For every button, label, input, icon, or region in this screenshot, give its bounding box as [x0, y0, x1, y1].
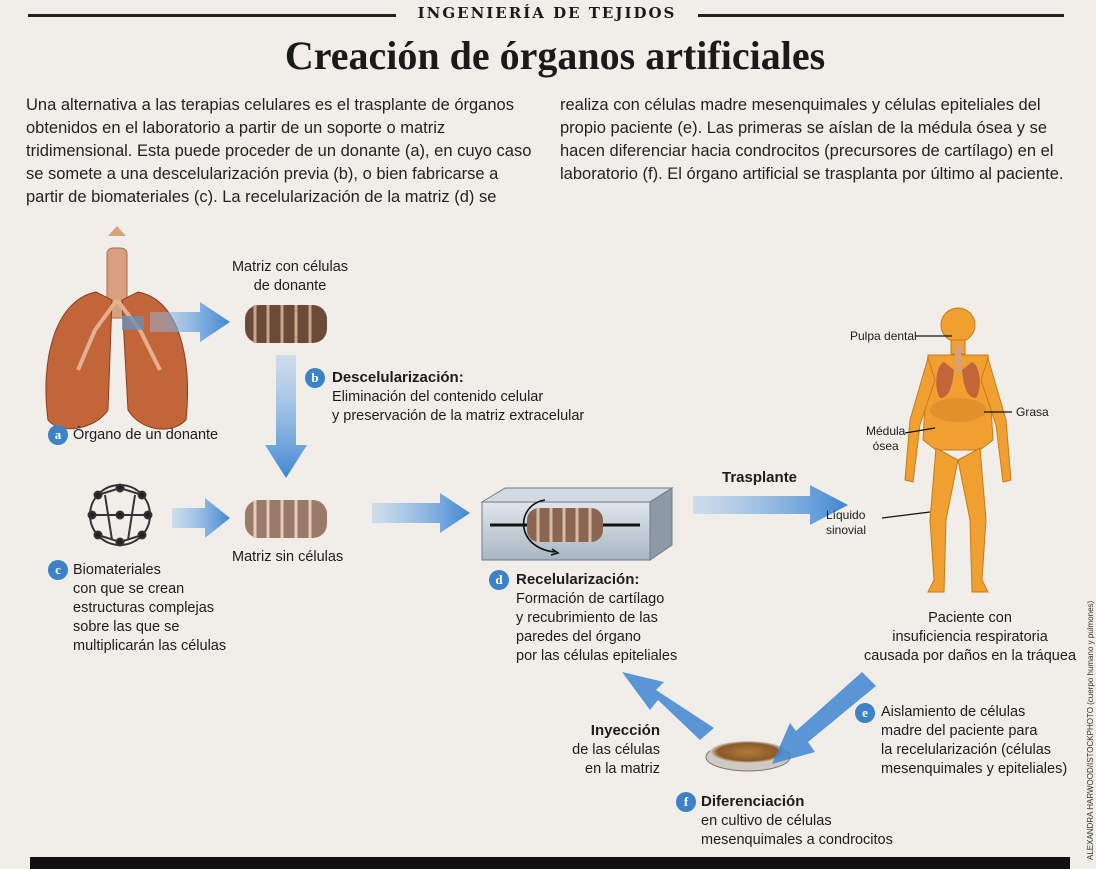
arrow-transplant	[693, 485, 848, 525]
label-recellularization-title: Recelularización:	[516, 571, 640, 588]
label-decellularization-title: Descelularización:	[332, 369, 464, 386]
arrow-decellularization	[265, 355, 307, 478]
label-isolation-line3: la recelularización (células	[881, 742, 1052, 758]
label-liquido-sinovial: Líquido sinovial	[826, 508, 866, 538]
intro-text-2: realiza con células madre mesenquimales …	[560, 96, 1064, 183]
header-rule-right	[698, 14, 1064, 17]
arrow-lungs-to-matrix	[150, 302, 230, 342]
arrow-biomaterial-to-matrix	[172, 498, 230, 538]
label-isolation-line1: Aislamiento de células	[881, 704, 1026, 720]
label-injection: Inyección de las células en la matriz	[560, 721, 660, 779]
label-patient-line3: causada por daños en la tráquea	[863, 648, 1077, 664]
label-decellularization-line2: y preservación de la matriz extracelular	[332, 408, 585, 424]
step-badge-d: d	[489, 570, 509, 590]
label-donor-organ: Órgano de un donante	[73, 427, 219, 443]
step-badge-e: e	[855, 703, 875, 723]
label-patient-line1: Paciente con	[928, 610, 1012, 626]
label-patient: Paciente con insuficiencia respiratoria …	[860, 609, 1080, 666]
label-liquido-line2: sinovial	[826, 523, 867, 537]
label-grasa: Grasa	[1016, 405, 1049, 419]
label-medula-osea: Médula ósea	[866, 424, 905, 454]
label-differentiation: Diferenciación en cultivo de células mes…	[701, 792, 893, 850]
patient-organs-icon	[930, 345, 986, 422]
label-biomaterials-line4: sobre las que se	[73, 619, 180, 635]
step-badge-f: f	[676, 792, 696, 812]
label-medula-line1: Médula	[866, 424, 906, 438]
label-patient-line2: insuficiencia respiratoria	[892, 629, 1048, 645]
arrow-injection	[622, 672, 714, 740]
step-badge-c: c	[48, 560, 68, 580]
label-recellularization-line2: y recubrimiento de las	[516, 610, 658, 626]
leader-lines	[881, 335, 1012, 519]
label-recellularization-line3: paredes del órgano	[516, 629, 641, 645]
label-injection-title: Inyección	[590, 722, 660, 739]
header-rule-left	[28, 14, 396, 17]
arrow-isolation	[772, 672, 876, 764]
label-liquido-line1: Líquido	[826, 508, 866, 522]
label-recellularization-line1: Formación de cartílago	[516, 591, 665, 607]
step-badge-b: b	[305, 368, 325, 388]
label-matrix-donor: Matriz con células de donante	[220, 258, 360, 296]
bottom-bar	[30, 857, 1070, 869]
intro-column-2: realiza con células madre mesenquimales …	[560, 94, 1065, 186]
label-decellularization: Descelularización: Eliminación del conte…	[332, 368, 584, 426]
label-matrix-no-cells: Matriz sin células	[232, 549, 344, 565]
label-isolation: Aislamiento de células madre del pacient…	[881, 703, 1067, 779]
arrow-matrix-to-bioreactor	[372, 493, 470, 533]
label-recellularization-line4: por las células epiteliales	[516, 648, 678, 664]
label-biomaterials-line2: con que se crean	[73, 581, 185, 597]
label-transplant: Trasplante	[722, 468, 797, 488]
page-title: Creación de órganos artificiales	[284, 33, 826, 78]
label-recellularization: Recelularización: Formación de cartílago…	[516, 570, 677, 666]
label-differentiation-line1: en cultivo de células	[701, 813, 832, 829]
trachea-matrix-with-cells-icon	[245, 305, 327, 343]
label-matrix-donor-line2: de donante	[253, 278, 327, 294]
label-decellularization-line1: Eliminación del contenido celular	[332, 389, 544, 405]
label-biomaterials-line1: Biomateriales	[73, 562, 161, 578]
label-transplant-text: Trasplante	[722, 469, 798, 486]
intro-text-1: Una alternativa a las terapias celulares…	[26, 96, 532, 206]
step-badge-a: a	[48, 425, 68, 445]
label-biomaterials-line5: multiplicarán las células	[73, 638, 227, 654]
biomaterial-molecule-icon	[87, 483, 153, 547]
photo-credit: ALEXANDRA HARWOOD/ISTOCKPHOTO (cuerpo hu…	[1086, 600, 1095, 860]
lungs-icon	[45, 226, 188, 430]
label-matrix-donor-line1: Matriz con células	[231, 259, 349, 275]
bioreactor-chamber-icon	[480, 487, 674, 561]
label-medula-line2: ósea	[872, 439, 899, 453]
label-biomaterials-line3: estructuras complejas	[73, 600, 215, 616]
label-differentiation-title: Diferenciación	[701, 793, 805, 810]
label-injection-line2: en la matriz	[585, 761, 660, 777]
label-isolation-line4: mesenquimales y epiteliales)	[881, 761, 1068, 777]
label-differentiation-line2: mesenquimales a condrocitos	[701, 832, 893, 848]
section-heading: INGENIERÍA DE TEJIDOS	[417, 4, 677, 22]
label-injection-line1: de las células	[572, 742, 660, 758]
label-pulpa-dental: Pulpa dental	[850, 329, 917, 343]
trachea-matrix-no-cells-icon	[245, 500, 327, 538]
label-isolation-line2: madre del paciente para	[881, 723, 1038, 739]
label-biomaterials: Biomateriales con que se crean estructur…	[73, 561, 226, 656]
intro-column-1: Una alternativa a las terapias celulares…	[26, 94, 536, 209]
flow-arrows	[150, 302, 876, 764]
